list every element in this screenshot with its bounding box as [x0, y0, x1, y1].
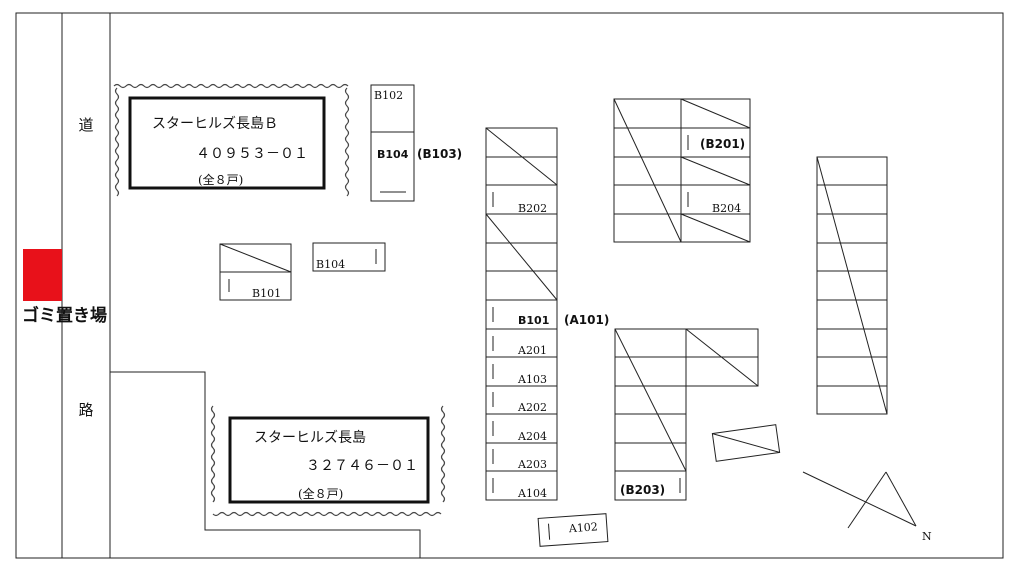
building-a-units: (全８戸) — [298, 486, 343, 501]
parking-a102: A102 — [537, 513, 609, 547]
road-label-bottom: 路 — [78, 401, 93, 419]
slot-label-b101-left: B101 — [252, 287, 281, 300]
slot-label-a202: A202 — [517, 401, 547, 414]
slot-label-b204: B204 — [712, 202, 741, 215]
parking-block-b203: (B203) — [614, 328, 759, 501]
parking-column-right — [816, 156, 888, 415]
building-b-units: (全８戸) — [198, 172, 243, 187]
site-boundary — [15, 12, 1004, 559]
garbage-area-marker — [23, 249, 62, 301]
hedge-building-a — [210, 405, 446, 517]
slot-label-a101: (A101) — [564, 313, 609, 327]
road-label-top: 道 — [78, 116, 93, 134]
slot-label-a203: A203 — [517, 458, 547, 471]
garbage-area-label: ゴミ置き場 — [22, 305, 107, 326]
compass-north-label: N — [922, 530, 932, 543]
slot-label-a102: A102 — [567, 520, 598, 535]
parking-rotated-small — [711, 424, 781, 462]
parking-b102-b104: B102 B104 (B103) — [370, 84, 462, 202]
parking-b101-left: B101 — [219, 243, 292, 301]
hedge-building-b — [113, 83, 350, 197]
slot-label-b202: B202 — [518, 202, 547, 215]
slot-label-b203: (B203) — [620, 483, 665, 497]
slot-label-a204: A204 — [517, 430, 547, 443]
slot-label-b103: (B103) — [417, 147, 462, 161]
parking-b104-mid: B104 — [312, 242, 386, 272]
parking-column-center: B202 B101 (A101) A201 A103 A202 A204 A20… — [485, 127, 609, 501]
slot-label-b201: (B201) — [700, 137, 745, 151]
slot-label-b101-center: B101 — [518, 314, 549, 327]
slot-label-a201: A201 — [517, 344, 547, 357]
building-a-name: スターヒルズ長島 — [254, 430, 366, 446]
slot-label-b104-mid: B104 — [316, 258, 345, 271]
building-b-code: ４０９５３－０１ — [196, 146, 308, 162]
slot-label-b104-top: B104 — [377, 148, 409, 161]
slot-label-b102: B102 — [374, 89, 403, 102]
lot-boundary-lower — [110, 371, 421, 558]
road: 道 路 — [61, 13, 111, 558]
building-b — [128, 96, 326, 190]
building-b-name: スターヒルズ長島Ｂ — [152, 116, 278, 132]
slot-label-a104: A104 — [517, 487, 547, 500]
compass-north-arrow: N — [802, 471, 932, 543]
building-a — [228, 416, 430, 504]
parking-block-b201: (B201) B204 — [613, 98, 751, 243]
building-a-code: ３２７４６－０１ — [306, 458, 418, 474]
slot-label-a103: A103 — [517, 373, 547, 386]
